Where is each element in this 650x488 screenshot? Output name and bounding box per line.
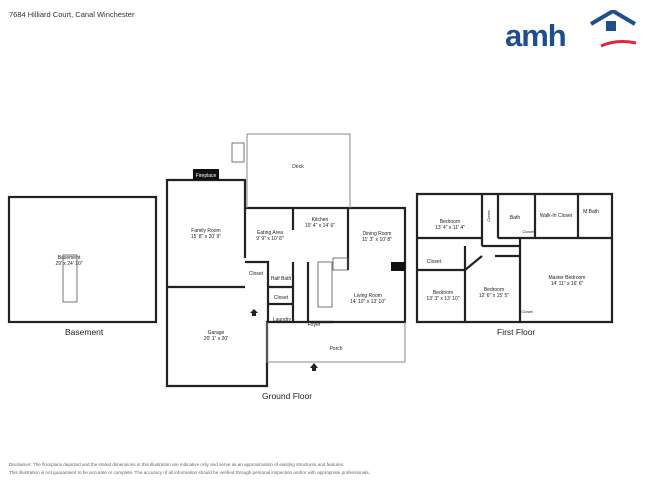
ff-bedroom-2-name: Bedroom [433,290,453,296]
master-bath-label: M.Bath [583,209,599,215]
master-bedroom-name: Master Bedroom [549,275,586,281]
living-room-dims: 14' 10" x 13' 10" [350,299,386,305]
basement-room-name: Basement [58,255,81,261]
living-room-name: Living Room [354,293,382,299]
house-roof-icon [589,10,637,48]
laundry-label: Laundry [273,317,292,323]
kitchen-dims: 10' 4" x 14' 6" [305,223,335,229]
ground-floor-outline [165,178,407,388]
ff-bedroom-2-dims: 13' 3" x 13' 10" [427,296,460,302]
basement-room-dims: 29' x 24' 10" [55,261,82,267]
disclaimer-line-1: Disclaimer: The floorplans depicted and … [9,462,345,467]
half-bath-label: Half Bath [271,276,292,282]
stairs [62,142,349,308]
walk-in-closet-label: Walk-In Closet [540,213,573,219]
walls [7,178,614,388]
entry-arrows [250,309,318,371]
dining-room-dims: 11' 3" x 10' 8" [362,237,392,243]
ff-closet-3: Closet [427,259,442,265]
kitchen-name: Kitchen [312,217,329,223]
ff-closet-2: Closet [522,229,534,234]
deck-label: Deck [292,164,304,170]
master-bedroom-dims: 14' 11" x 16' 6" [551,281,584,287]
ground-floor-title: Ground Floor [262,391,313,401]
basement-title: Basement [65,327,104,337]
ff-bedroom-3-dims: 12' 6" x 15' 5" [479,293,509,299]
porch-label: Porch [329,346,342,352]
first-floor-outline [415,192,614,324]
first-floor-title: First Floor [497,327,536,337]
ff-bedroom-1-name: Bedroom [440,219,460,225]
foyer-label: Foyer [308,322,321,328]
garage-name: Garage [208,330,225,336]
gf-closet-1: Closet [249,271,264,277]
basement-outline [7,195,158,324]
ff-bedroom-1-dims: 13' 4" x 11' 4" [435,225,465,231]
eating-area-name: Eating Area [257,230,283,236]
deck-stairs [231,142,245,163]
property-address: 7684 Hilliard Court, Canal Winchester [9,10,135,19]
amh-logo: amh [505,10,640,53]
fireplace-block [193,169,219,180]
basement-stairs [62,254,78,303]
bath-label: Bath [510,215,521,221]
fireplace-label: Fireplace [196,173,217,179]
family-room-dims: 15' 8" x 20' 9" [191,234,221,240]
ff-bedroom-3-name: Bedroom [484,287,504,293]
ff-closet-1: Closet [486,209,491,221]
logo-wordmark: amh [505,18,567,53]
exterior-structures [246,133,406,363]
main-stairs [317,261,333,308]
fixtures [193,169,405,271]
stair-landing [332,257,349,271]
family-room-name: Family Room [191,228,220,234]
eating-area-dims: 9' 9" x 10' 8" [256,236,284,242]
dining-room-name: Dining Room [363,231,392,237]
disclaimer-line-2: This illustration is not guaranteed to b… [9,470,370,475]
garage-dims: 20' 1" x 20' [204,336,228,342]
ff-closet-4: Closet [521,309,533,314]
gf-closet-2: Closet [274,295,289,301]
